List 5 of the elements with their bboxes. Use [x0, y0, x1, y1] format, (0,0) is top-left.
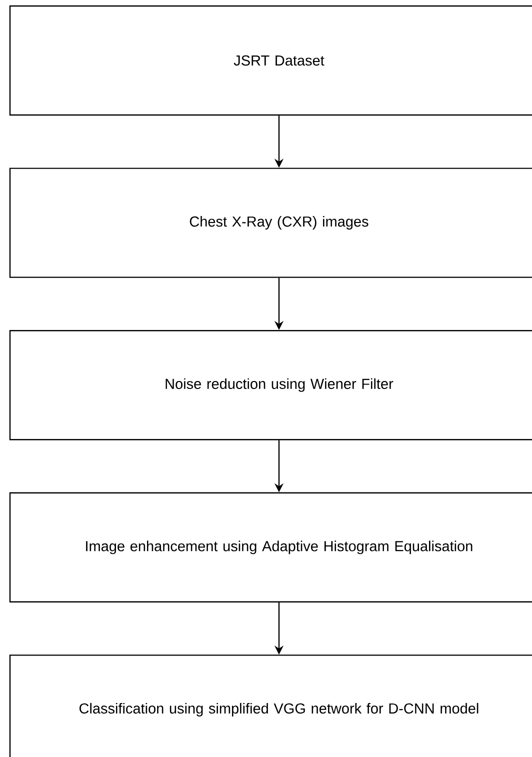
- process-box: Image enhancement using Adaptive Histogram Equalisation: [9, 492, 532, 602]
- process-box: Classification using simplified VGG network for D-CNN model: [9, 654, 532, 757]
- process-box: Chest X-Ray (CXR) images: [9, 168, 532, 278]
- process-box: Noise reduction using Wiener Filter: [9, 330, 532, 440]
- process-box: JSRT Dataset: [9, 5, 532, 116]
